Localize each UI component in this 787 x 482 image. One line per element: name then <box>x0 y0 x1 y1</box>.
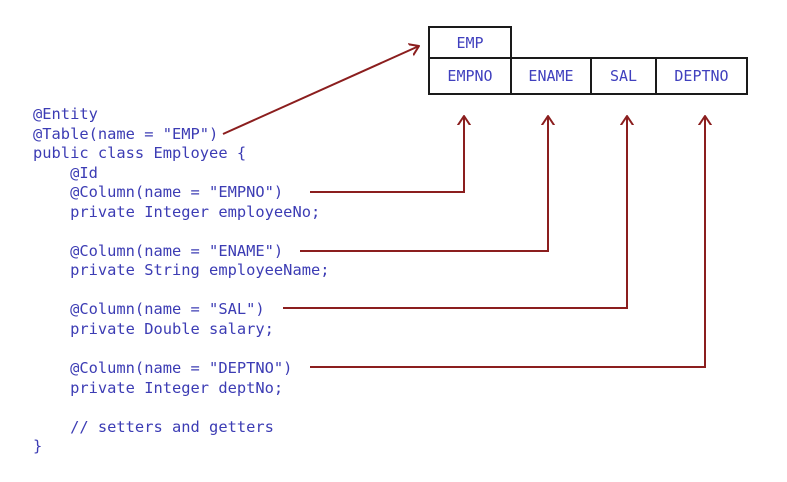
arrow-column-ename <box>300 116 548 252</box>
code-line: @Column(name = "SAL") <box>33 300 265 319</box>
code-line: private String employeeName; <box>33 261 330 280</box>
code-block: @Entity @Table(name = "EMP") public clas… <box>33 105 330 457</box>
code-line: } <box>33 437 43 456</box>
code-line: @Id <box>33 163 98 182</box>
code-line <box>33 281 330 301</box>
code-line: private Integer employeeNo; <box>33 202 321 221</box>
code-line: @Table(name = "EMP") <box>33 124 219 143</box>
table-column-ename: ENAME <box>510 57 592 95</box>
arrow-column-sal <box>283 116 627 309</box>
table-column-sal: SAL <box>590 57 657 95</box>
code-line: @Column(name = "ENAME") <box>33 241 284 260</box>
code-line: @Column(name = "DEPTNO") <box>33 359 293 378</box>
code-line <box>33 398 330 418</box>
arrow-column-deptno <box>310 116 705 368</box>
code-line: private Double salary; <box>33 320 274 339</box>
table-column-empno: EMPNO <box>428 57 512 95</box>
code-line: private Integer deptNo; <box>33 378 284 397</box>
code-line <box>33 340 330 360</box>
table-name-cell: EMP <box>428 26 512 59</box>
table-column-deptno: DEPTNO <box>655 57 748 95</box>
code-line <box>33 222 330 242</box>
code-line: @Entity <box>33 105 98 123</box>
code-line: public class Employee { <box>33 144 247 163</box>
arrow-column-empno <box>310 116 464 193</box>
code-line: @Column(name = "EMPNO") <box>33 183 284 202</box>
code-line: // setters and getters <box>33 417 274 436</box>
